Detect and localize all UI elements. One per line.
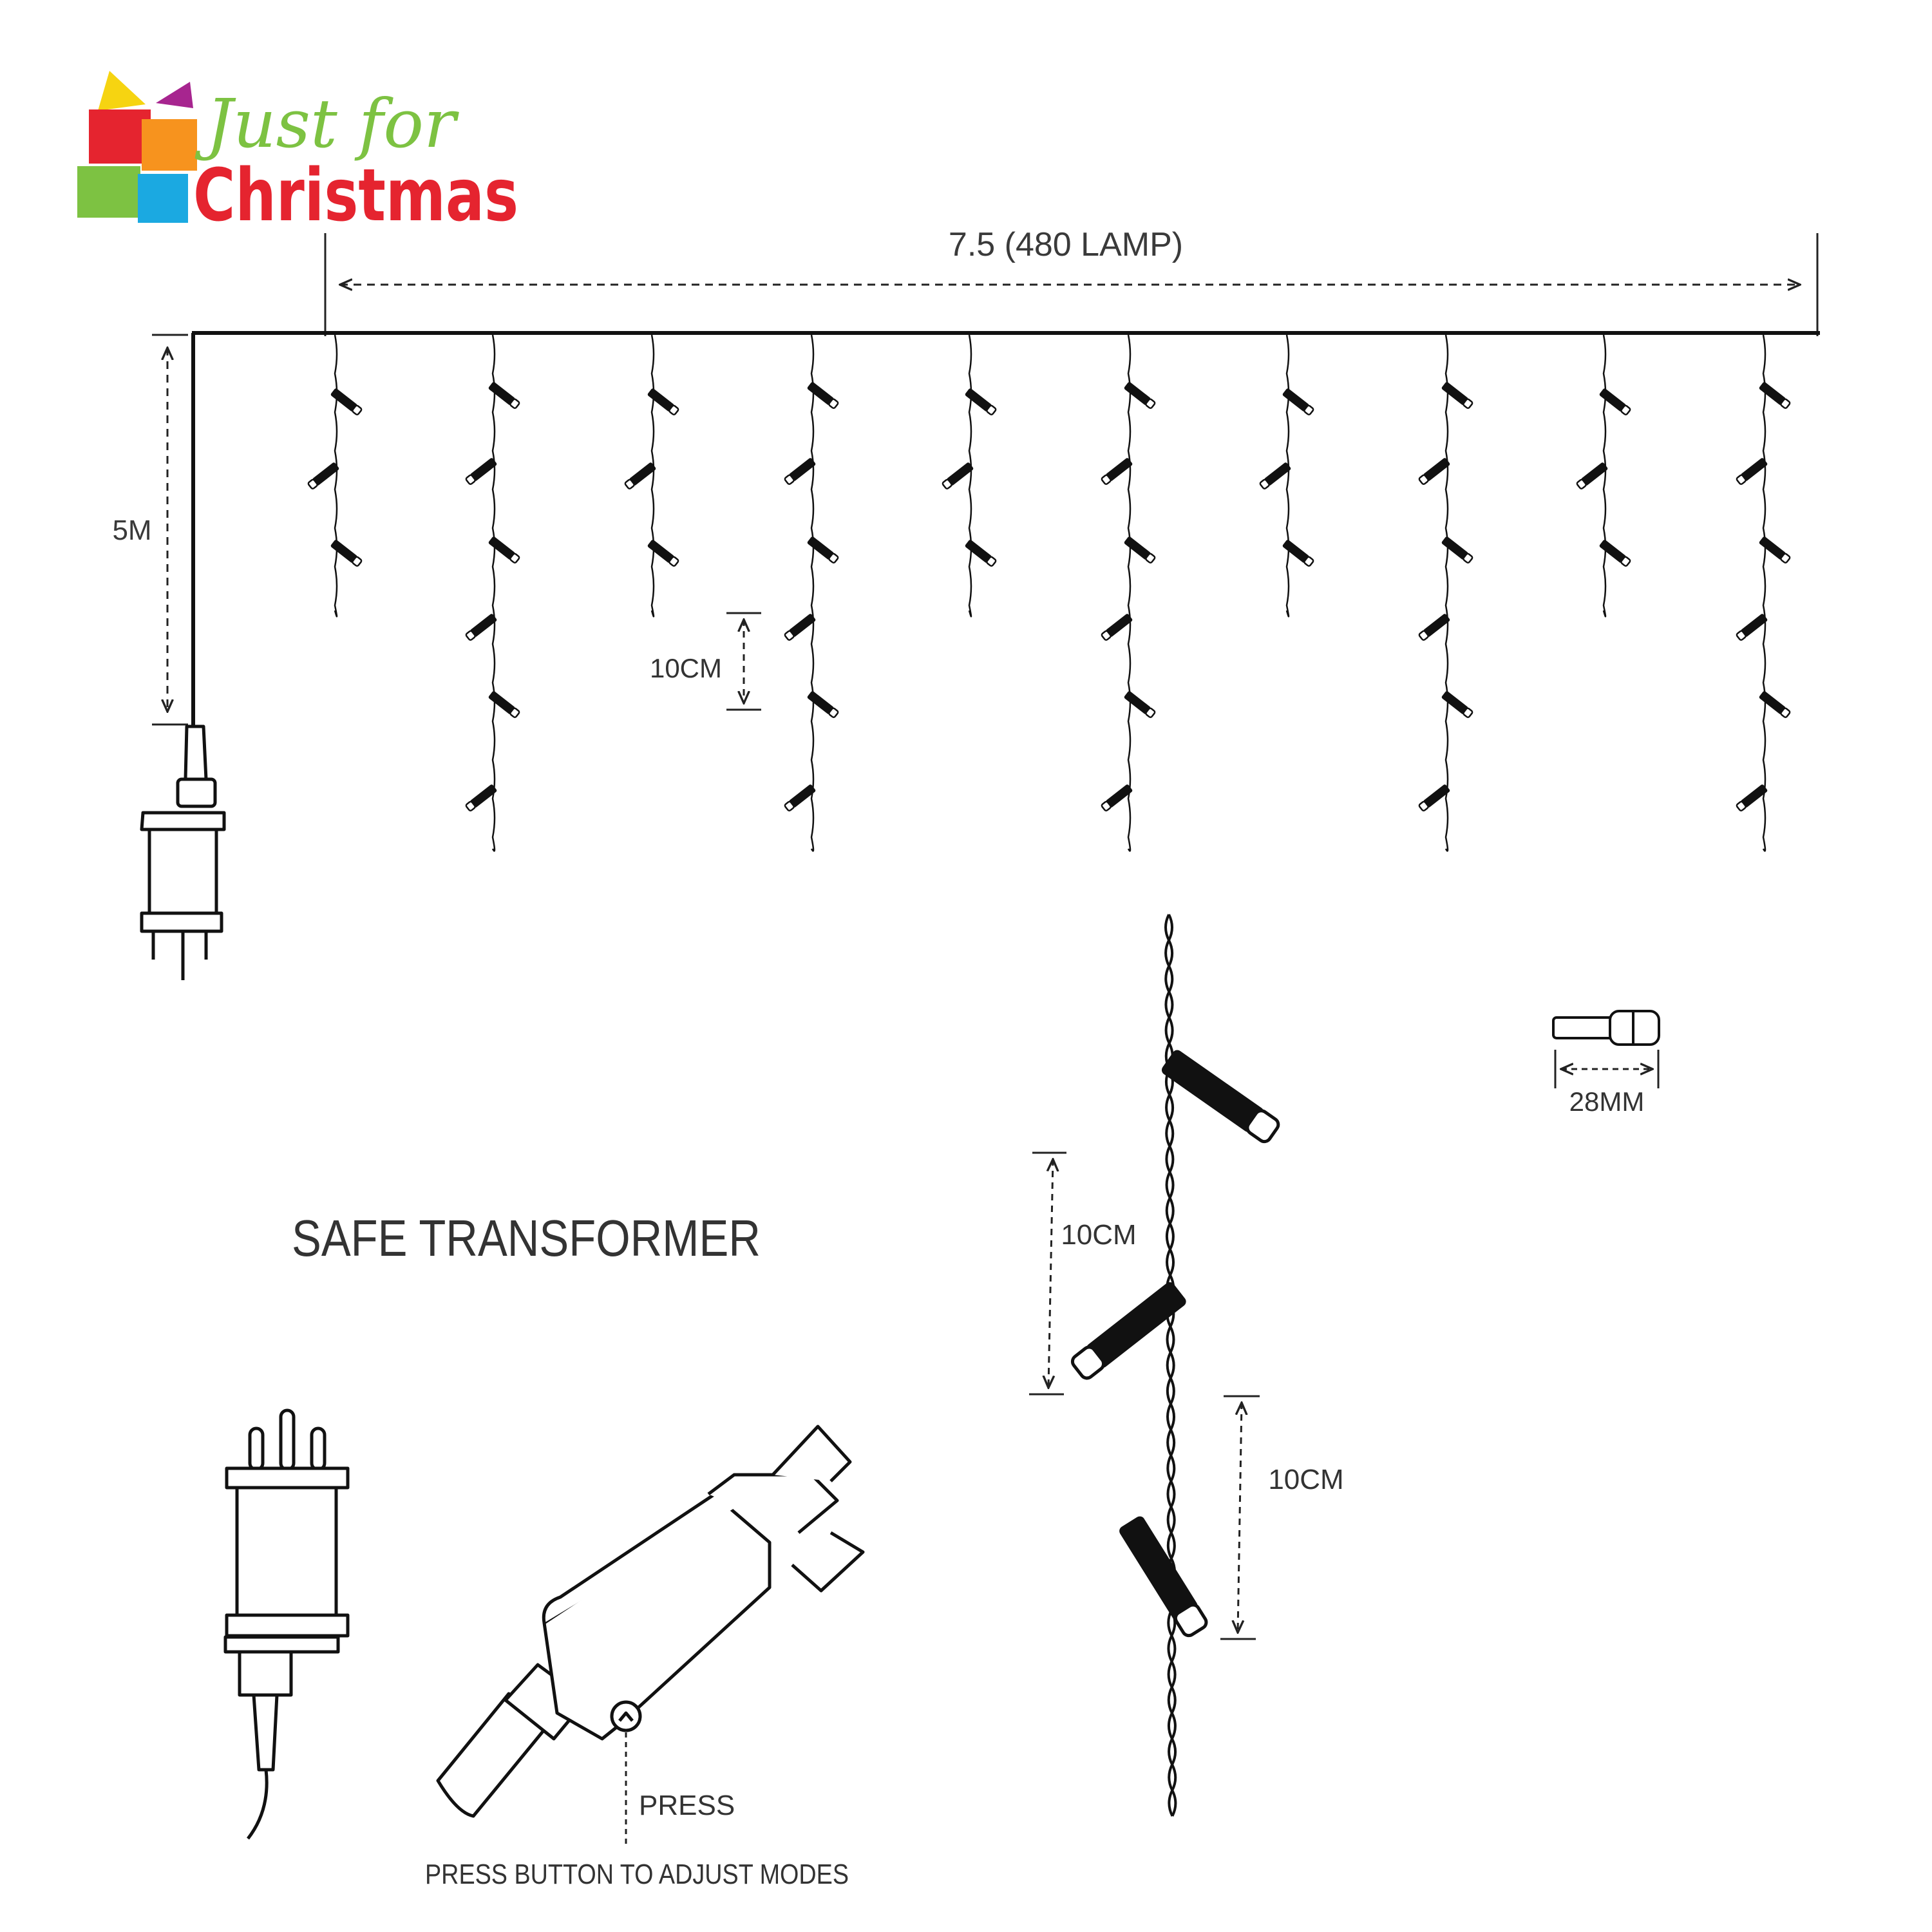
strand-wire xyxy=(650,334,655,618)
lamp-icon xyxy=(488,536,520,564)
strand-wire xyxy=(491,334,496,852)
strand-wire xyxy=(334,334,338,618)
lamp-icon xyxy=(784,458,816,485)
bulb-size-diagram: 28MM xyxy=(1552,1010,1660,1117)
lamp-icon xyxy=(1759,382,1791,409)
lamp-icon xyxy=(647,388,679,415)
strand-wire xyxy=(1602,334,1607,618)
press-instruction: PRESS BUTTON TO ADJUST MODES xyxy=(425,1859,849,1890)
lamp-icon xyxy=(465,614,497,641)
detail-bulb-1 xyxy=(1161,1050,1280,1144)
icicle-strand xyxy=(307,334,363,618)
lamp-icon xyxy=(1282,540,1314,567)
lamp-icon xyxy=(307,462,339,489)
icicle-strand xyxy=(1101,334,1156,852)
lamp-icon xyxy=(1736,458,1768,485)
lamp-icon xyxy=(330,540,363,567)
icicle-strands xyxy=(307,334,1791,852)
icicle-strand xyxy=(1418,334,1473,852)
press-label: PRESS xyxy=(639,1790,735,1821)
lamp-icon xyxy=(1282,388,1314,415)
icicle-strand xyxy=(1576,334,1631,618)
spacing-dimension-small: 10CM xyxy=(650,612,761,711)
lamp-icon xyxy=(807,691,839,718)
gift-box-icon xyxy=(77,71,197,223)
lamp-icon xyxy=(807,536,839,564)
icicle-strand xyxy=(624,334,679,618)
lamp-icon xyxy=(1441,691,1473,718)
lamp-icon xyxy=(1736,784,1768,811)
lamp-icon xyxy=(1124,691,1156,718)
lamp-icon xyxy=(965,388,997,415)
icicle-strand xyxy=(465,334,520,852)
lamp-icon xyxy=(1418,614,1450,641)
strand-wire xyxy=(1444,334,1449,852)
width-label: 7.5 (480 LAMP) xyxy=(949,226,1183,263)
spacing-dimension-detail-2: 10CM xyxy=(1220,1395,1344,1640)
lamp-icon xyxy=(1759,691,1791,718)
lamp-icon xyxy=(1441,536,1473,564)
lamp-icon xyxy=(330,388,363,415)
lamp-icon xyxy=(1418,458,1450,485)
lamp-icon xyxy=(1124,382,1156,409)
logo-just-for: Just for xyxy=(194,84,459,163)
strand-wire xyxy=(1762,334,1766,852)
bulb-length-label: 28MM xyxy=(1569,1086,1645,1117)
lamp-icon xyxy=(1576,462,1608,489)
width-dimension: 7.5 (480 LAMP) xyxy=(324,226,1819,336)
detail-bulb-3 xyxy=(1119,1516,1208,1638)
strand-wire xyxy=(1127,334,1132,852)
transformer-title: SAFE TRANSFORMER xyxy=(292,1209,761,1267)
detail-bulb-2 xyxy=(1070,1282,1186,1380)
icicle-strand xyxy=(942,334,997,618)
logo-christmas: Christmas xyxy=(193,154,518,238)
strand-wire xyxy=(810,334,815,852)
strand-wire xyxy=(1285,334,1290,618)
transformer-plug-icon xyxy=(223,1408,350,1840)
transformer-controller-icon xyxy=(436,1425,865,1818)
lamp-icon xyxy=(965,540,997,567)
spacing-dimension-detail-1: 10CM xyxy=(1029,1151,1137,1396)
lamp-icon xyxy=(1599,388,1631,415)
icicle-strand xyxy=(1259,334,1314,618)
icicle-strand xyxy=(1736,334,1791,852)
lamp-icon xyxy=(784,784,816,811)
lamp-icon xyxy=(942,462,974,489)
strand-wire xyxy=(968,334,972,618)
lamp-icon xyxy=(488,382,520,409)
lamp-icon xyxy=(1599,540,1631,567)
lamp-icon xyxy=(647,540,679,567)
spacing-label-small: 10CM xyxy=(650,653,722,683)
lamp-icon xyxy=(1101,458,1133,485)
lamp-icon xyxy=(784,614,816,641)
lamp-icon xyxy=(1759,536,1791,564)
lamp-icon xyxy=(1736,614,1768,641)
lamp-icon xyxy=(1124,536,1156,564)
icicle-strand xyxy=(784,334,839,852)
lamp-icon xyxy=(1259,462,1291,489)
lamp-icon xyxy=(624,462,656,489)
drop-label: 5M xyxy=(112,515,151,546)
lamp-icon xyxy=(1101,784,1133,811)
brand-logo: Just for Christmas xyxy=(77,71,518,238)
lamp-icon xyxy=(465,784,497,811)
lamp-icon xyxy=(1441,382,1473,409)
drop-dimension: 5M xyxy=(112,334,188,726)
led-bulb-icon xyxy=(1552,1010,1660,1046)
plug-connector-icon xyxy=(140,724,226,980)
lamp-icon xyxy=(807,382,839,409)
lamp-icon xyxy=(488,691,520,718)
lamp-icon xyxy=(1418,784,1450,811)
lamp-icon xyxy=(1101,614,1133,641)
lamp-icon xyxy=(465,458,497,485)
detail-strand xyxy=(1070,914,1280,1817)
spacing-label-detail-1: 10CM xyxy=(1061,1219,1136,1251)
spacing-label-detail-2: 10CM xyxy=(1268,1464,1343,1495)
